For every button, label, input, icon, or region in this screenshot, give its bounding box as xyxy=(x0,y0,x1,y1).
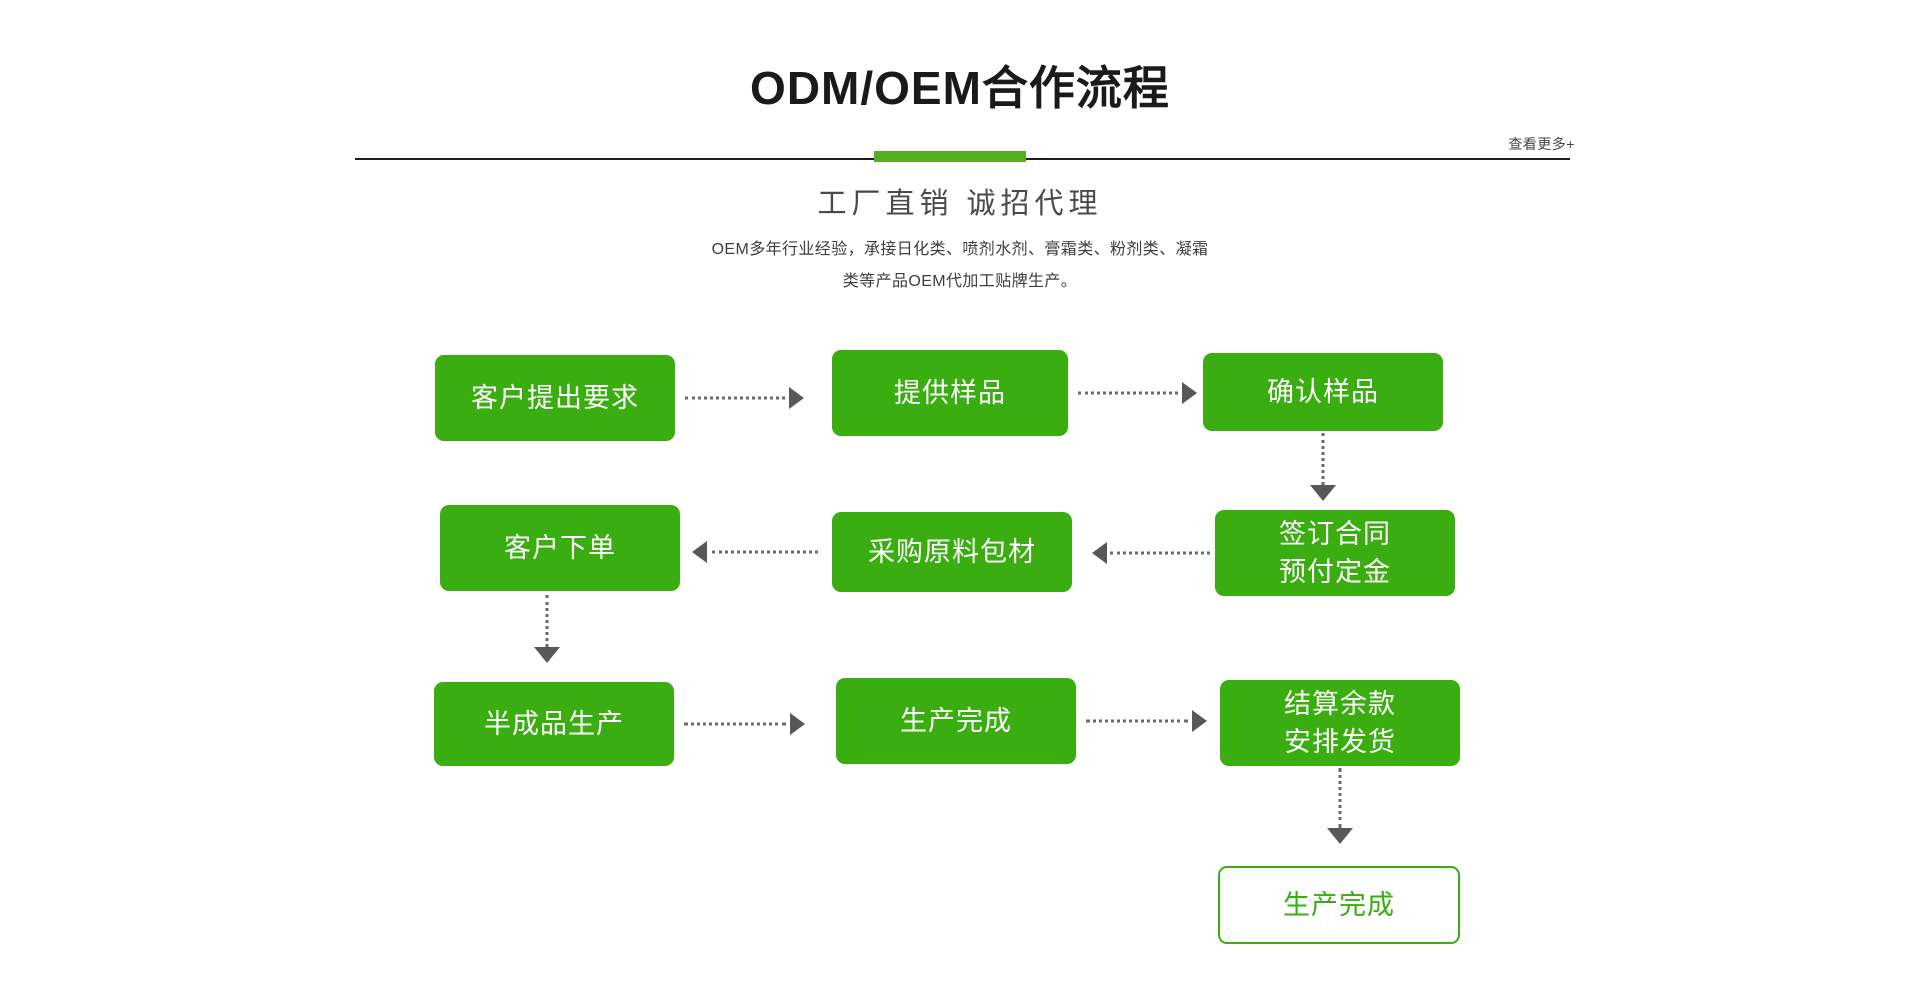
flow-node-final-production-complete[interactable]: 生产完成 xyxy=(1218,866,1460,944)
intro-block: 工厂直销 诚招代理 OEM多年行业经验，承接日化类、喷剂水剂、膏霜类、粉剂类、凝… xyxy=(0,182,1920,298)
flow-node-customer-request[interactable]: 客户提出要求 xyxy=(435,355,675,441)
flow-node-label: 生产完成 xyxy=(1283,890,1395,920)
flow-node-label: 提供样品 xyxy=(894,378,1006,408)
flow-node-label: 客户下单 xyxy=(504,533,616,563)
flow-node-label: 客户提出要求 xyxy=(471,383,639,413)
edge-dotted-line xyxy=(1338,768,1342,828)
flow-node-settle-balance-ship[interactable]: 结算余款 安排发货 xyxy=(1220,680,1460,766)
arrow-down-icon xyxy=(1310,485,1336,501)
page-title: ODM/OEM合作流程 xyxy=(750,62,1170,114)
flow-edge-n8-n9 xyxy=(1086,678,1216,764)
edge-dotted-line xyxy=(1110,551,1210,555)
flow-node-sign-contract-deposit[interactable]: 签订合同 预付定金 xyxy=(1215,510,1455,596)
intro-heading: 工厂直销 诚招代理 xyxy=(817,188,1103,220)
flow-edge-n2-n3 xyxy=(1078,350,1203,436)
flow-edge-n7-n8 xyxy=(684,682,814,766)
flow-edge-n6-n7 xyxy=(527,595,567,670)
arrow-right-icon xyxy=(1182,382,1197,404)
edge-dotted-line xyxy=(1078,391,1178,395)
flow-node-label: 签订合同 预付定金 xyxy=(1279,519,1391,587)
flow-edge-n1-n2 xyxy=(685,355,810,441)
flow-node-label: 结算余款 安排发货 xyxy=(1284,689,1396,757)
view-more-link[interactable]: 查看更多+ xyxy=(1508,136,1575,152)
intro-description-line-1: OEM多年行业经验，承接日化类、喷剂水剂、膏霜类、粉剂类、凝霜 xyxy=(711,241,1209,258)
flow-edge-n9-n10 xyxy=(1320,768,1360,854)
flow-node-label: 确认样品 xyxy=(1267,377,1379,407)
flow-node-label: 采购原料包材 xyxy=(868,537,1036,567)
flow-node-label: 半成品生产 xyxy=(484,709,624,739)
intro-description-line-2: 类等产品OEM代加工贴牌生产。 xyxy=(842,273,1078,290)
arrow-right-icon xyxy=(1192,710,1207,732)
edge-dotted-line xyxy=(685,396,785,400)
arrow-down-icon xyxy=(1327,828,1353,844)
flow-node-production-complete[interactable]: 生产完成 xyxy=(836,678,1076,764)
page-header: ODM/OEM合作流程 查看更多+ xyxy=(0,0,1920,180)
arrow-down-icon xyxy=(534,647,560,663)
edge-dotted-line xyxy=(1321,433,1325,485)
flow-edge-n5-n6 xyxy=(688,512,828,592)
arrow-left-icon xyxy=(692,541,707,563)
flow-node-label: 生产完成 xyxy=(900,706,1012,736)
flow-node-confirm-sample[interactable]: 确认样品 xyxy=(1203,353,1443,431)
arrow-left-icon xyxy=(1092,542,1107,564)
flow-node-customer-order[interactable]: 客户下单 xyxy=(440,505,680,591)
flow-edge-n4-n5 xyxy=(1088,510,1215,596)
header-accent-bar xyxy=(874,151,1026,162)
flow-edge-n3-n4 xyxy=(1303,433,1343,508)
process-flow-diagram: 客户提出要求 提供样品 确认样品 签订合同 预付定金 xyxy=(0,330,1920,960)
edge-dotted-line xyxy=(712,550,818,554)
intro-description: OEM多年行业经验，承接日化类、喷剂水剂、膏霜类、粉剂类、凝霜 类等产品OEM代… xyxy=(0,234,1920,298)
edge-dotted-line xyxy=(545,595,549,647)
arrow-right-icon xyxy=(790,713,805,735)
flow-node-provide-sample[interactable]: 提供样品 xyxy=(832,350,1068,436)
flow-node-semi-finished-production[interactable]: 半成品生产 xyxy=(434,682,674,766)
arrow-right-icon xyxy=(789,387,804,409)
edge-dotted-line xyxy=(684,722,786,726)
edge-dotted-line xyxy=(1086,719,1188,723)
flow-node-purchase-materials[interactable]: 采购原料包材 xyxy=(832,512,1072,592)
